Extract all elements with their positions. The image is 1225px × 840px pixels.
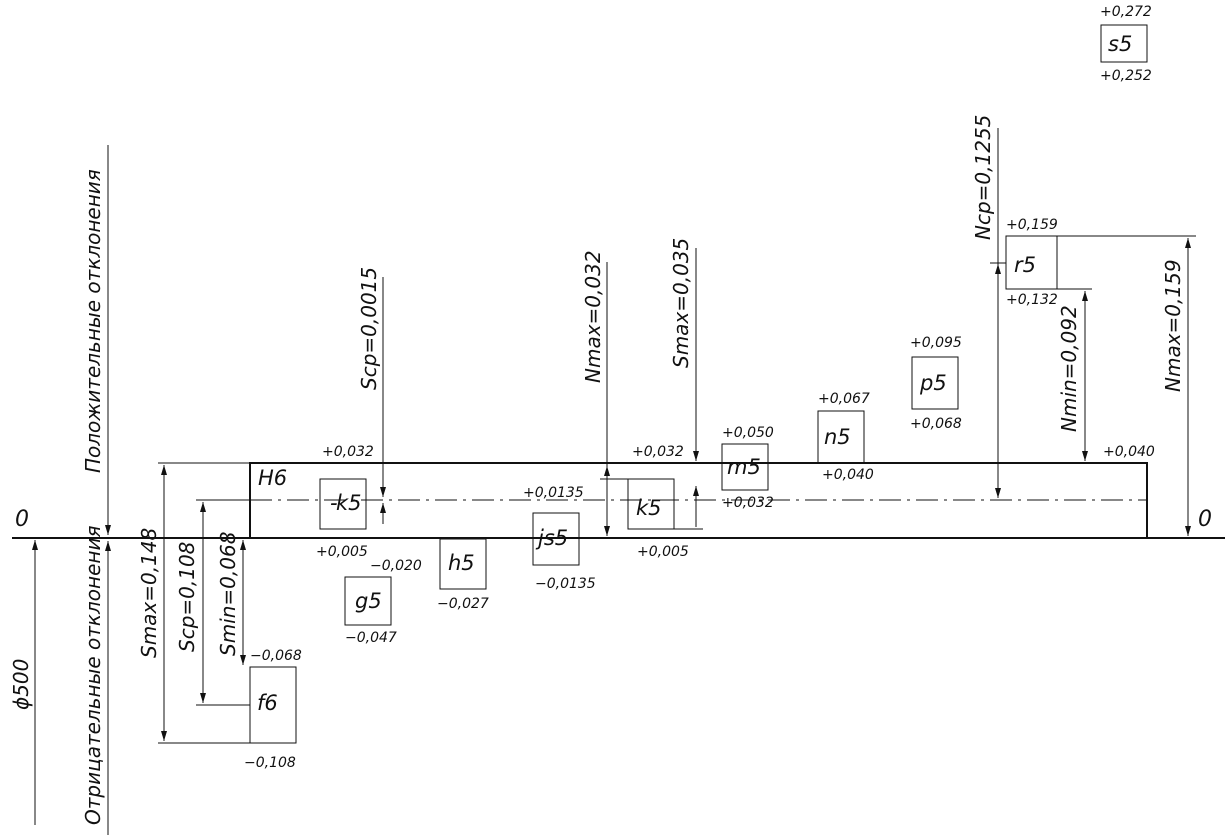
field-h5-label: h5 [448, 551, 475, 575]
field-m5-lower: +0,032 [722, 495, 774, 511]
field-k5-left-label: k5 [336, 491, 362, 515]
field-h5-lower: −0,027 [437, 596, 489, 612]
field-m5 [721, 443, 769, 491]
field-p5-upper: +0,095 [910, 335, 962, 351]
field-p5-label: p5 [919, 371, 947, 395]
field-js5 [532, 512, 580, 566]
field-k5-right-lower: +0,005 [637, 544, 689, 560]
field-n5 [817, 410, 865, 464]
field-s5 [1100, 24, 1148, 63]
field-r5-lower: +0,132 [1006, 292, 1058, 308]
field-r5-label: r5 [1014, 253, 1036, 277]
field-s5-upper: +0,272 [1100, 4, 1152, 20]
field-m5-upper: +0,050 [722, 425, 774, 441]
scp-f6-label: Scp=0,108 [175, 542, 199, 652]
field-r5 [1005, 235, 1058, 290]
nmax-r5-label: Nmax=0,159 [1161, 259, 1185, 392]
field-k5-right-label: k5 [636, 496, 662, 520]
field-k5-right [627, 478, 675, 530]
field-p5 [911, 356, 959, 410]
field-h5 [439, 538, 487, 590]
smax-k5-label: Smax=0,035 [669, 238, 693, 368]
scp-k5-label: Scp=0,0015 [357, 267, 381, 390]
field-g5 [344, 576, 392, 626]
field-g5-label: g5 [355, 589, 382, 613]
field-g5-upper: −0,020 [370, 558, 422, 574]
field-js5-label: js5 [535, 526, 568, 550]
hole-label: H6 [258, 466, 287, 490]
nmin-r5-label: Nmin=0,092 [1057, 305, 1081, 432]
field-p5-lower: +0,068 [910, 416, 962, 432]
field-n5-label: n5 [824, 425, 851, 449]
field-k5-left [319, 478, 367, 530]
field-k5-right-upper: +0,032 [632, 444, 684, 460]
smax-f6-label: Smax=0,148 [137, 528, 161, 658]
field-f6-label: f6 [257, 691, 278, 715]
field-js5-upper: +0,0135 [523, 485, 584, 501]
field-r5-upper: +0,159 [1006, 217, 1058, 233]
field-f6-lower: −0,108 [244, 755, 296, 771]
ncp-r5-label: Ncp=0,1255 [971, 115, 995, 240]
field-m5-label: m5 [727, 455, 761, 479]
smin-f6-label: Smin=0,068 [216, 532, 240, 656]
negative-deviations-label: Отрицательные отклонения [81, 526, 105, 825]
field-g5-lower: −0,047 [345, 630, 397, 646]
zero-label-left: 0 [15, 507, 29, 532]
field-n5-lower: +0,040 [822, 467, 874, 483]
zero-label-right: 0 [1198, 507, 1212, 532]
field-f6-upper: −0,068 [250, 648, 302, 664]
positive-deviations-label: Положительные отклонения [81, 169, 105, 473]
field-s5-label: s5 [1108, 32, 1132, 56]
nmax-k5-label: Nmax=0,032 [581, 250, 605, 383]
diameter-label: ϕ500 [9, 659, 33, 710]
field-n5-upper: +0,067 [818, 391, 870, 407]
hole-upper: +0,032 [322, 444, 374, 460]
r5-right-value: +0,040 [1103, 444, 1155, 460]
field-s5-lower: +0,252 [1100, 68, 1152, 84]
field-k5-left-lower: +0,005 [316, 544, 368, 560]
field-k5-left-label: - [330, 491, 338, 515]
field-js5-lower: −0,0135 [535, 576, 596, 592]
